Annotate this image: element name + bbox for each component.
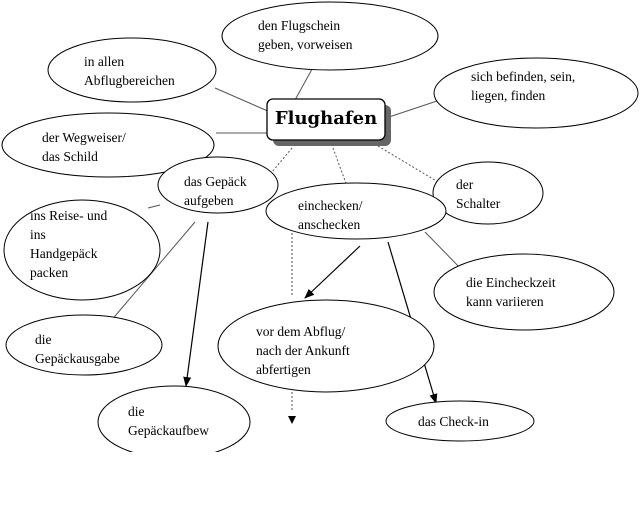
- link-center-gepaeck: [271, 147, 293, 173]
- link-center-befinden: [385, 99, 441, 119]
- label-gepaeckausgabe: die Gepäckausgabe: [35, 332, 120, 366]
- node-schalter: [432, 161, 544, 225]
- node-gepaeck-aufgeben: [157, 156, 279, 214]
- label-befinden: sich befinden, sein, liegen, finden: [471, 69, 576, 103]
- node-wegweiser: [1, 112, 215, 178]
- link-gepaeck-reise: [147, 204, 161, 209]
- label-einchecken: einchecken/ anschecken: [298, 198, 363, 232]
- label-abflugbereichen: in allen Abflugbereichen: [84, 54, 175, 88]
- label-reise-handgepaeck: ins Reise- und ins Handgepäck packen: [30, 208, 108, 280]
- center-label: Flughafen: [274, 108, 378, 129]
- node-eincheckzeit: [433, 253, 615, 331]
- arrow-einchecken-abfertigen: [304, 245, 361, 299]
- node-abflugbereichen: [47, 37, 217, 103]
- node-gepaeckausgabe: [5, 314, 163, 376]
- label-schalter: der Schalter: [456, 177, 501, 211]
- center-box: [266, 98, 386, 141]
- node-einchecken: [265, 182, 447, 240]
- label-checkin: das Check-in: [418, 414, 489, 429]
- label-flugschein: den Flugschein geben, vorweisen: [258, 18, 353, 52]
- label-gepaeckaufbew: die Gepäckaufbew .: [128, 404, 209, 452]
- node-checkin: [385, 400, 535, 442]
- link-center-abflugbereichen: [214, 87, 271, 113]
- label-gepaeck-aufgeben: das Gepäck aufgeben: [184, 174, 247, 208]
- link-center-schalter: [377, 145, 439, 183]
- arrow-lower-tip: [288, 416, 296, 424]
- node-reise-handgepaeck: [3, 199, 161, 301]
- label-wegweiser: der Wegweiser/ das Schild: [42, 130, 126, 164]
- label-eincheckzeit: die Eincheckzeit kann variieren: [466, 275, 556, 309]
- node-befinden: [433, 57, 639, 129]
- node-gepaeckaufbew: [97, 385, 251, 452]
- node-abfertigen: [217, 299, 435, 393]
- link-center-einchecken: [332, 147, 348, 187]
- link-einchecken-eincheckzeit: [424, 231, 465, 273]
- arrow-gepaeck-aufbew: [183, 221, 209, 387]
- node-flugschein: [221, 1, 439, 71]
- label-abfertigen: vor dem Abflug/ nach der Ankunft abferti…: [256, 324, 350, 377]
